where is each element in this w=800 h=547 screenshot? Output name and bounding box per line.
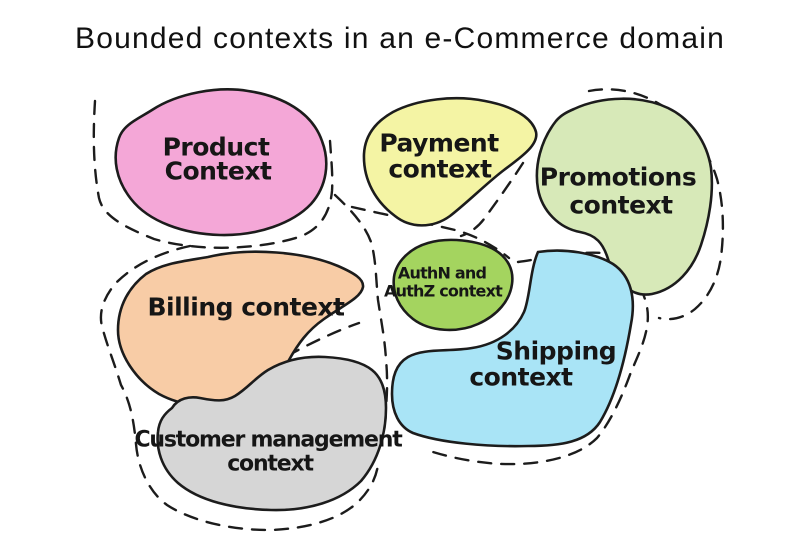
dashed-line-payment-authn-gap	[350, 205, 511, 260]
promotions-context-label-line1: Promotions	[539, 162, 697, 192]
shipping-context-label-line2: context	[469, 362, 573, 392]
dashed-line-payment-right-curl	[459, 161, 525, 238]
promotions-context-label-line2: context	[569, 190, 673, 220]
context-blobs	[114, 88, 714, 512]
product-context-label-line1: Product	[162, 132, 270, 162]
authn-context-label-line2: AuthZ context	[384, 281, 503, 301]
payment-context-label-line1: Payment	[379, 128, 499, 158]
authn-context-label-line1: AuthN and	[397, 263, 487, 283]
dashed-line-left-group-loop	[99, 244, 380, 532]
dashed-line-product-loop	[92, 99, 334, 249]
customer-management-context-label-line2: context	[227, 451, 314, 477]
customer-management-context-label-line1: Customer management	[134, 427, 402, 453]
product-context-blob	[114, 88, 328, 237]
payment-context-label-line2: context	[388, 154, 492, 184]
payment-context-blob	[362, 96, 538, 227]
product-context-label-line2: Context	[164, 156, 272, 186]
customer-management-context-blob	[156, 355, 388, 512]
shipping-context-blob	[390, 249, 635, 448]
diagram-title: Bounded contexts in an e-Commerce domain	[75, 22, 725, 55]
authn-authz-context-blob	[392, 238, 514, 332]
shipping-context-label-line1: Shipping	[495, 336, 617, 366]
promotions-context-blob	[535, 97, 714, 296]
billing-context-label: Billing context	[147, 292, 345, 322]
